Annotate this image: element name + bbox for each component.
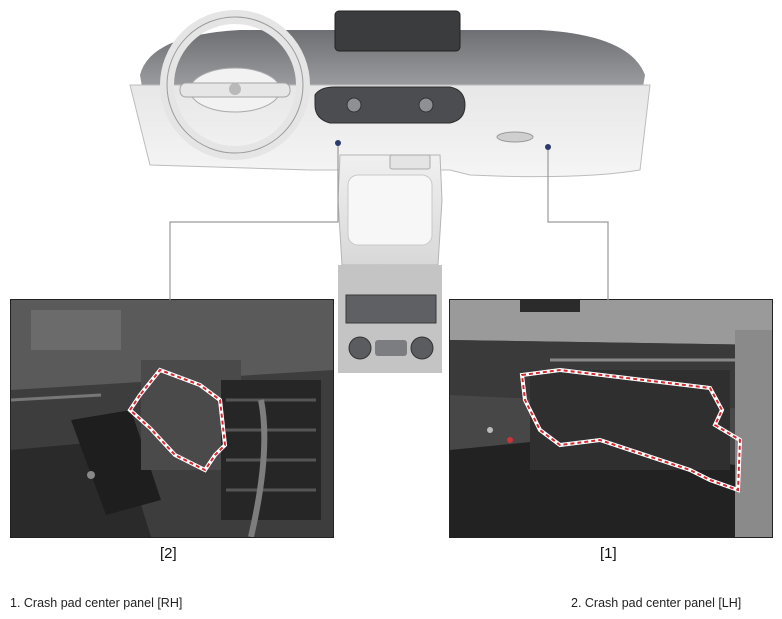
highlight-outline-rh-dash	[128, 368, 227, 472]
marker-dot-right	[545, 144, 551, 150]
leader-line-right	[547, 147, 609, 300]
dashboard-illustration	[120, 5, 660, 375]
highlight-outline-rh	[127, 367, 228, 473]
photo-crash-pad-rh	[10, 299, 334, 538]
callout-label-right: [1]	[600, 545, 617, 562]
marker-dot-left	[335, 140, 341, 146]
legend-item-1: 1. Crash pad center panel [RH]	[10, 596, 183, 610]
legend-item-2: 2. Crash pad center panel [LH]	[571, 596, 742, 610]
callout-label-left: [2]	[160, 545, 177, 562]
leader-line-left	[169, 143, 339, 300]
highlight-outline-lh-dash	[520, 368, 742, 492]
highlight-outline-lh	[519, 367, 743, 493]
